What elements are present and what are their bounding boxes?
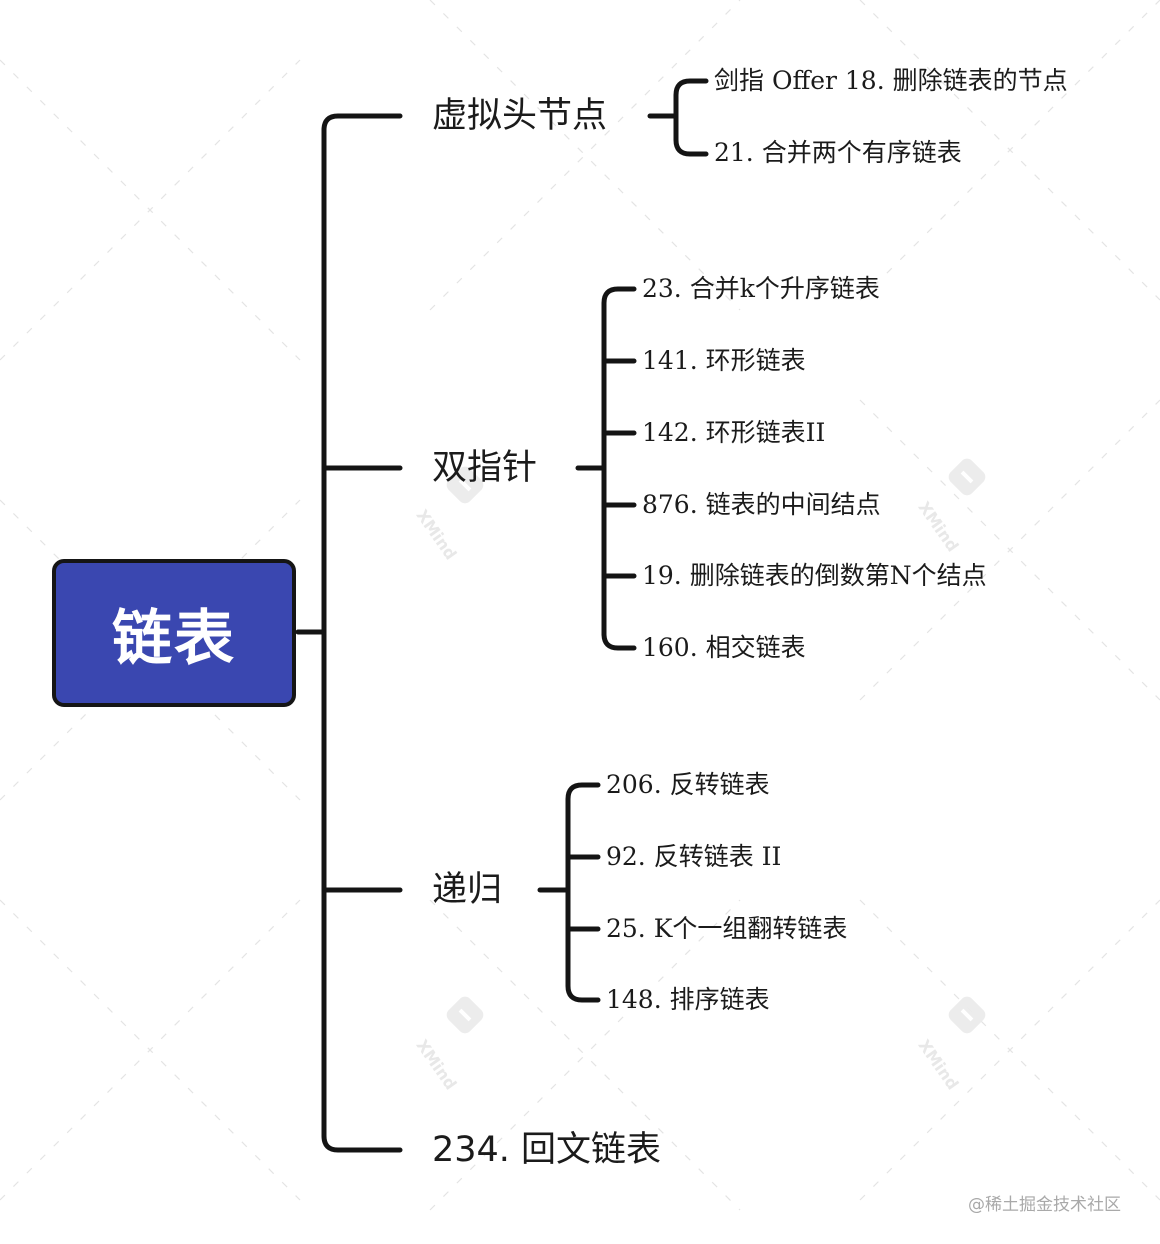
subtopic-19[interactable]: 19. 删除链表的倒数第N个结点 bbox=[642, 561, 987, 590]
subtopic-160[interactable]: 160. 相交链表 bbox=[642, 633, 806, 662]
topic-palindrome[interactable]: 234. 回文链表 bbox=[432, 1130, 662, 1170]
subtopic-876[interactable]: 876. 链表的中间结点 bbox=[642, 490, 881, 519]
source-credit: @稀土掘金技术社区 bbox=[968, 1195, 1121, 1215]
xmind-logo-icon bbox=[945, 455, 989, 499]
subtopic-21[interactable]: 21. 合并两个有序链表 bbox=[714, 138, 962, 167]
xmind-watermark: XMind bbox=[914, 455, 990, 555]
subtopic-offer-18[interactable]: 剑指 Offer 18. 删除链表的节点 bbox=[714, 66, 1068, 95]
xmind-logo-icon bbox=[945, 993, 989, 1037]
topic-dummy-head[interactable]: 虚拟头节点 bbox=[432, 96, 608, 136]
xmind-logo-icon bbox=[443, 993, 487, 1037]
topic-recursion[interactable]: 递归 bbox=[432, 870, 503, 910]
dummy-head-bracket bbox=[673, 78, 709, 157]
central-topic-label: 链表 bbox=[112, 603, 236, 674]
xmind-watermark: XMind bbox=[914, 993, 990, 1093]
recursion-bracket bbox=[565, 782, 601, 1003]
subtopic-25[interactable]: 25. K个一组翻转链表 bbox=[606, 914, 848, 943]
subtopic-206[interactable]: 206. 反转链表 bbox=[606, 770, 770, 799]
central-topic[interactable]: 链表 bbox=[52, 559, 296, 707]
main-spine bbox=[321, 113, 403, 1153]
subtopic-141[interactable]: 141. 环形链表 bbox=[642, 346, 806, 375]
subtopic-142[interactable]: 142. 环形链表II bbox=[642, 418, 826, 447]
xmind-watermark: XMind bbox=[412, 993, 488, 1093]
two-pointers-bracket bbox=[601, 286, 637, 651]
subtopic-92[interactable]: 92. 反转链表 II bbox=[606, 842, 782, 871]
topic-two-pointers[interactable]: 双指针 bbox=[432, 448, 538, 488]
subtopic-23[interactable]: 23. 合并k个升序链表 bbox=[642, 274, 880, 303]
subtopic-148[interactable]: 148. 排序链表 bbox=[606, 985, 770, 1014]
